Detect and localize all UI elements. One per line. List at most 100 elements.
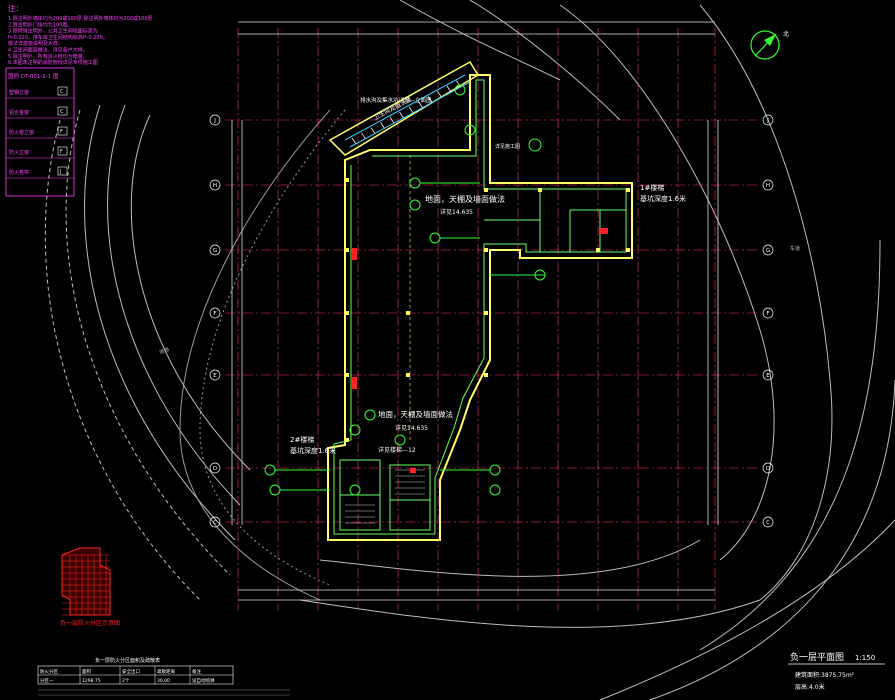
table-cell: 1298.75 — [82, 678, 101, 684]
annotation-10: 详见14.635 — [395, 424, 428, 432]
table-title: 负一层防火分区面积及疏散表 — [95, 657, 160, 664]
note-line: 2.除注明外门垛均为100宽。 — [8, 21, 72, 28]
axis-bubble-row — [209, 114, 221, 126]
axis-label-row: E — [766, 373, 770, 379]
table-header-cell: 面积 — [82, 668, 91, 675]
toilet-fixtures — [344, 74, 471, 148]
height-line: 层高:4.0米 — [795, 683, 825, 691]
legend-header: 图例 DT-001-1-1 图 — [8, 72, 59, 80]
annotation-9: 地面，天棚及墙面做法 — [378, 409, 453, 419]
axis-bubble-row — [209, 462, 221, 474]
axis-label-row: J — [766, 118, 769, 124]
note-line: 4.卫生间面层做法，详见各户大样。 — [8, 47, 88, 54]
legend-symbol-text: C — [60, 109, 64, 115]
legend-symbol-text: J — [59, 169, 61, 175]
building-outline — [327, 60, 633, 541]
note-line: 5.除注明外，所有消火栓均为暗装。 — [8, 53, 88, 60]
axis-label-row: H — [766, 183, 770, 189]
keyplan-title: 负一层防火分区示意图 — [60, 619, 120, 627]
table-header-cell: 备注 — [192, 668, 201, 675]
notes-block: 注： 1.除注明外墙体均为200或100厚,除注明外墙体均为200或100厚2.… — [5, 3, 153, 197]
notes-heading: 注： — [8, 3, 23, 13]
table-cell: 分区一 — [40, 677, 54, 684]
axis-bubble-row — [762, 114, 774, 126]
annotation-5: 1#楼梯 — [640, 183, 664, 192]
title-block: 负一层平面图 1:150 建筑面积:3875.75m² 层高:4.0米 — [788, 651, 885, 691]
slope-hatch — [179, 109, 346, 601]
annotation-7: 2#楼梯 — [290, 435, 314, 444]
axis-bubble-row — [209, 179, 221, 191]
legend-item-label: 防火窗立窗 — [9, 129, 34, 136]
axis-label-row: D — [213, 466, 217, 472]
axis-label-row: J — [213, 118, 216, 124]
axis-bubble-row — [209, 244, 221, 256]
note-line: 3.除特殊注明外，公共卫生间地面标高为 — [8, 28, 98, 35]
road-label: 道路 — [158, 346, 170, 356]
annotation-2: 详见施工图 — [495, 143, 520, 150]
table-cell: 2个 — [122, 678, 130, 684]
ramp-label: 车道 — [790, 245, 800, 252]
axis-label-row: C — [213, 520, 217, 526]
axis-bubble-row — [762, 516, 774, 528]
table-header-cell: 疏散距离 — [157, 668, 175, 675]
drawing-title: 负一层平面图 — [790, 651, 844, 663]
table-cell: 30.00 — [157, 678, 170, 684]
stair-2 — [345, 504, 375, 524]
drawing-scale: 1:150 — [855, 654, 875, 662]
note-line: 1.除注明外墙体均为200或100厚,除注明外墙体均为200或100厚 — [8, 15, 153, 22]
axis-label-row: H — [213, 183, 217, 189]
legend-item-label: 防火卷帘 — [9, 169, 29, 176]
structural-columns — [345, 178, 630, 442]
note-line: 做法详建施说明及大样。 — [8, 40, 63, 47]
axis-bubble-row — [209, 516, 221, 528]
table-header-cell: 防火分区 — [40, 668, 58, 675]
legend-symbol-text: C — [60, 89, 64, 95]
note-line: 6.本图未注明的消防管线详见专项施工图 — [8, 59, 98, 66]
legend-symbol-text: F — [60, 129, 63, 135]
fire-markers — [352, 228, 608, 473]
axis-label-row: F — [213, 311, 216, 317]
axis-label-row: G — [213, 248, 217, 254]
annotation-6: 基坑深度1.6米 — [640, 194, 686, 203]
legend-symbol-icon — [57, 126, 68, 136]
legend-symbol-icon — [57, 106, 68, 116]
axis-bubble-row — [762, 244, 774, 256]
axis-bubble-row — [209, 369, 221, 381]
axis-label-row: E — [213, 373, 217, 379]
annotation-1: 排水沟及集水坑详见—立面图 — [360, 96, 432, 104]
axis-grid-lines — [225, 28, 760, 610]
legend-symbol-icon — [57, 86, 68, 96]
area-line: 建筑面积:3875.75m² — [795, 671, 855, 679]
axis-label-row: G — [766, 248, 770, 254]
legend-item-label: 塑钢立窗 — [9, 89, 29, 96]
annotation-8: 基坑深度1.6米 — [290, 446, 336, 455]
legend-item-label: 防火立窗 — [9, 149, 29, 156]
annotation-4: 详见14.635 — [440, 208, 473, 216]
table-header-cell: 安全出口 — [122, 668, 140, 675]
note-line: H-0.020，停车库卫生间结构标高H-0.200， — [8, 34, 108, 41]
axis-label-row: D — [766, 466, 770, 472]
axis-bubble-row — [762, 179, 774, 191]
dimension-lines — [231, 21, 719, 601]
annotation-3: 地面，天棚及墙面做法 — [425, 194, 505, 204]
toilet-fixture-marks — [351, 80, 461, 145]
axis-bubble-row — [762, 307, 774, 319]
key-plan: 负一层防火分区示意图 — [60, 547, 120, 627]
axis-bubble-row — [209, 307, 221, 319]
site-contours — [44, 0, 895, 700]
axis-label-row: F — [766, 311, 769, 317]
table-cell: 设自动喷淋 — [192, 677, 215, 684]
legend-symbol-text: F — [60, 149, 63, 155]
legend-item-label: 铝合金窗 — [9, 109, 29, 116]
annotation-11: 详见楼梯—12 — [378, 446, 416, 454]
legend-symbol-icon — [57, 166, 68, 176]
north-label: 北 — [783, 30, 789, 38]
axis-bubble-row — [762, 369, 774, 381]
axis-bubble-row — [762, 462, 774, 474]
north-arrow: 北 — [750, 30, 789, 60]
stair-1 — [395, 469, 425, 495]
legend-symbol-icon — [57, 146, 68, 156]
